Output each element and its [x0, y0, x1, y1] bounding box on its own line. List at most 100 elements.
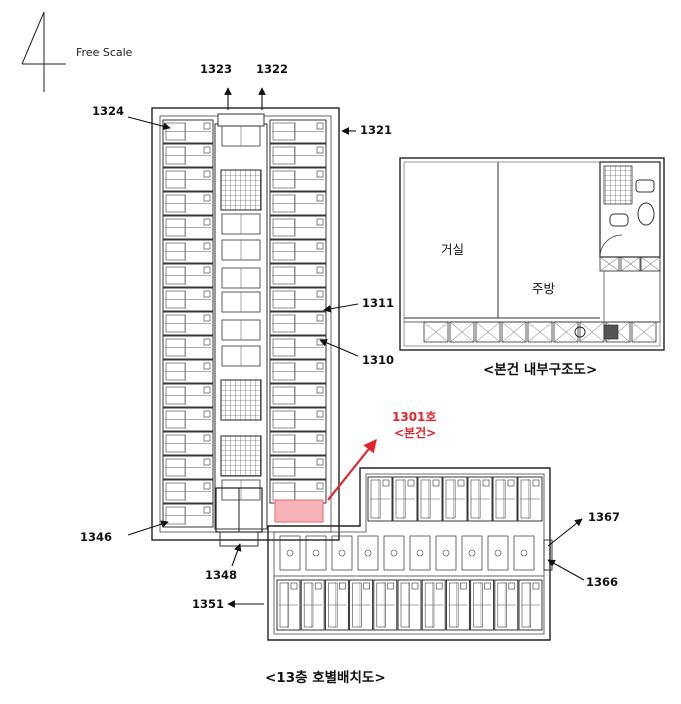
unit-label-1324: 1324 [92, 104, 125, 118]
counter-cabinet [501, 321, 527, 343]
tower-block [151, 107, 340, 547]
unit-label-1311: 1311 [362, 296, 395, 310]
cabinet-cross [640, 256, 661, 272]
unit-cell [269, 119, 327, 144]
unit-cell [162, 239, 214, 264]
unit-label-1367: 1367 [588, 510, 621, 524]
leader-arrows [127, 87, 585, 608]
unit-cell [269, 239, 327, 264]
unit-cell [269, 215, 327, 240]
kitchen-counter [423, 321, 657, 343]
unit-cell [162, 455, 214, 480]
tower-left-units [162, 119, 214, 528]
unit-cell [442, 476, 468, 522]
counter-cross [449, 321, 475, 343]
unit-cell [162, 479, 214, 504]
unit-cell [269, 431, 327, 456]
unit-cell [269, 359, 327, 384]
unit-cell [269, 311, 327, 336]
unit-cell [162, 359, 214, 384]
counter-cross [423, 321, 449, 343]
unit-cell [467, 476, 493, 522]
unit-cell [269, 167, 327, 192]
unit-cell [162, 383, 214, 408]
unit-cell [269, 143, 327, 168]
counter-cross [631, 321, 657, 343]
unit-cell [276, 579, 301, 631]
unit-cell [470, 579, 495, 631]
counter-cabinet [449, 321, 475, 343]
unit-cell [367, 476, 393, 522]
fixture-circle [520, 549, 528, 557]
unit-cell [162, 167, 214, 192]
unit-cell [518, 579, 543, 631]
unit-cell [397, 579, 422, 631]
unit-label-1348: 1348 [205, 568, 238, 582]
counter-cross [553, 321, 579, 343]
unit-cell [162, 215, 214, 240]
counter-cabinet [475, 321, 501, 343]
unit-cell [162, 143, 214, 168]
unit-label-1321: 1321 [360, 123, 393, 137]
unit-cell [162, 335, 214, 360]
highlight-unit-tag: <본건> [394, 426, 437, 440]
unit-cell [162, 311, 214, 336]
corridor-fixture [513, 535, 535, 571]
unit-cell [269, 455, 327, 480]
counter-cross [579, 321, 605, 343]
interior-plan-drawing [399, 157, 665, 351]
fixture-circle [390, 549, 398, 557]
fixture-circle [364, 549, 372, 557]
unit-cell [349, 579, 374, 631]
unit-label-1310: 1310 [362, 353, 395, 367]
unit-cell [324, 579, 349, 631]
fixture-circle [442, 549, 450, 557]
counter-cabinet [553, 321, 579, 343]
unit-cell [269, 335, 327, 360]
unit-label-1351: 1351 [192, 597, 225, 611]
unit-cell [492, 476, 518, 522]
corridor-fixture [487, 535, 509, 571]
unit-cell [300, 579, 325, 631]
corridor-fixture [331, 535, 353, 571]
corridor-fixture [409, 535, 431, 571]
unit-cell [269, 383, 327, 408]
kitchen-label: 주방 [532, 281, 556, 296]
counter-cross [527, 321, 553, 343]
unit-cell [162, 263, 214, 288]
scale-note: Free Scale [76, 46, 133, 59]
corridor-fixture [435, 535, 457, 571]
living-room-label: 거실 [441, 242, 465, 257]
corridor-fixture [305, 535, 327, 571]
wing-bottom-units [276, 579, 543, 631]
unit-label-1346: 1346 [80, 530, 113, 544]
unit-cell [494, 579, 519, 631]
fixture-circle [286, 549, 294, 557]
counter-cross [501, 321, 527, 343]
unit-cell [445, 579, 470, 631]
unit-label-1366: 1366 [586, 575, 619, 589]
unit-cell [162, 287, 214, 312]
unit-cell [373, 579, 398, 631]
utility-closet [603, 270, 661, 323]
unit-cell [269, 287, 327, 312]
tower-right-units [269, 119, 327, 504]
fixture-circle [468, 549, 476, 557]
fixture-circle [312, 549, 320, 557]
tower-core-details [221, 125, 261, 501]
highlight-unit-number: 1301호 [392, 410, 437, 424]
unit-cell [162, 119, 214, 144]
fixture-circle [494, 549, 502, 557]
unit-cell [162, 431, 214, 456]
unit-cell [421, 579, 446, 631]
unit-label-1323: 1323 [200, 62, 233, 76]
fixture-circle [338, 549, 346, 557]
cabinet-cross [620, 256, 641, 272]
wing-block [267, 467, 553, 641]
counter-cabinet [423, 321, 449, 343]
unit-cell [392, 476, 418, 522]
interior-plan-title: <본건 내부구조도> [483, 362, 598, 378]
unit-cell [162, 503, 214, 528]
